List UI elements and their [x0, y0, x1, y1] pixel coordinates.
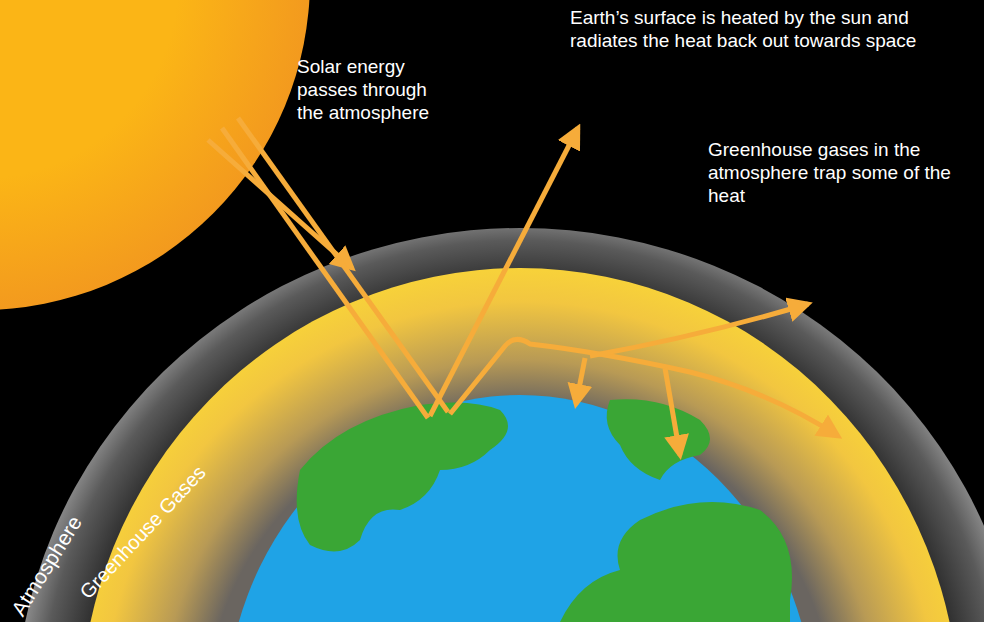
earth-land	[297, 399, 792, 622]
note-text: Solar energy passes through the atmosphe…	[297, 55, 447, 125]
atmosphere-band	[15, 228, 984, 622]
greenhouse-band	[80, 268, 960, 622]
earth-ocean	[225, 395, 815, 622]
note-text: Earth’s surface is heated by the sun and…	[570, 6, 970, 52]
note-text: Greenhouse gases in the atmosphere trap …	[708, 138, 973, 208]
